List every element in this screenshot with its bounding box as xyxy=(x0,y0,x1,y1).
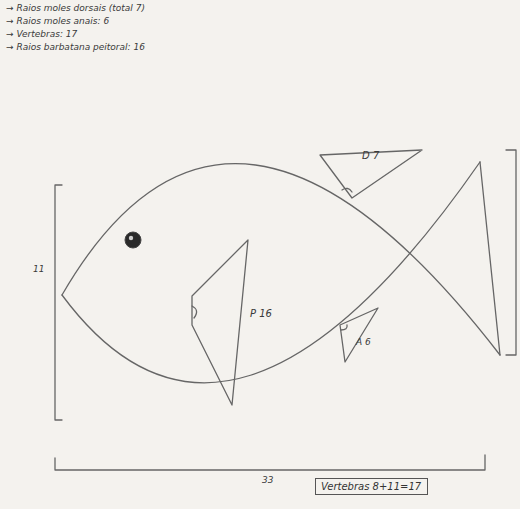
fish-eye xyxy=(125,232,141,248)
tail-edge xyxy=(480,162,500,355)
fin-label: A 6 xyxy=(356,338,371,348)
length-bracket xyxy=(55,455,485,470)
fin-label: D 7 xyxy=(362,150,379,161)
fin-angle-mark xyxy=(192,306,197,318)
note-text: → Raios moles dorsais (total 7) xyxy=(6,4,145,14)
fin-angle-mark xyxy=(341,325,347,330)
fin-angle-mark xyxy=(342,188,352,192)
dorsal-fin xyxy=(320,150,422,198)
body-lower-outline xyxy=(62,162,480,383)
dimension-label: 11 xyxy=(33,265,44,275)
height-bracket xyxy=(55,185,62,420)
anal-fin xyxy=(340,308,378,362)
pectoral-fin xyxy=(192,240,248,405)
note-box: Vertebras 8+11=17 xyxy=(315,478,428,495)
note-text: → Vertebras: 17 xyxy=(6,30,77,40)
note-text: → Raios barbatana peitoral: 16 xyxy=(6,43,145,53)
tail-bracket xyxy=(506,150,516,355)
body-upper-outline xyxy=(62,164,500,355)
note-text: → Raios moles anais: 6 xyxy=(6,17,109,27)
fin-label: P 16 xyxy=(250,308,272,319)
eye-highlight xyxy=(129,236,133,240)
dimension-label: 33 xyxy=(262,476,273,486)
note-text: Vertebras 8+11=17 xyxy=(321,481,422,492)
